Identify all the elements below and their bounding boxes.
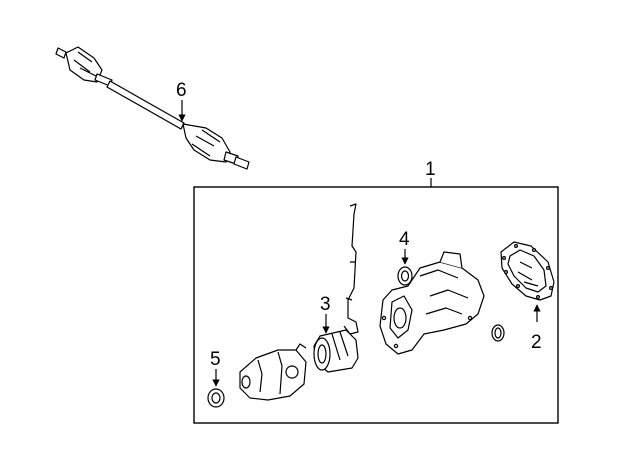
callout-1-label: 1 [425, 159, 436, 180]
coupling-part [313, 203, 359, 373]
differential-housing-part [379, 251, 485, 355]
callout-2-label: 2 [531, 332, 542, 353]
axle-shaft-part [55, 46, 250, 170]
seal-part [397, 266, 413, 286]
assembly-box [193, 186, 559, 424]
washer-part [207, 388, 225, 408]
callout-4-label: 4 [399, 229, 410, 250]
callout-5-label: 5 [210, 349, 221, 370]
transfer-case-part [239, 343, 307, 401]
callout-3-label: 3 [320, 294, 331, 315]
rear-cover-part [500, 241, 555, 301]
callout-6-label: 6 [176, 80, 187, 101]
o-ring-part [491, 324, 505, 342]
